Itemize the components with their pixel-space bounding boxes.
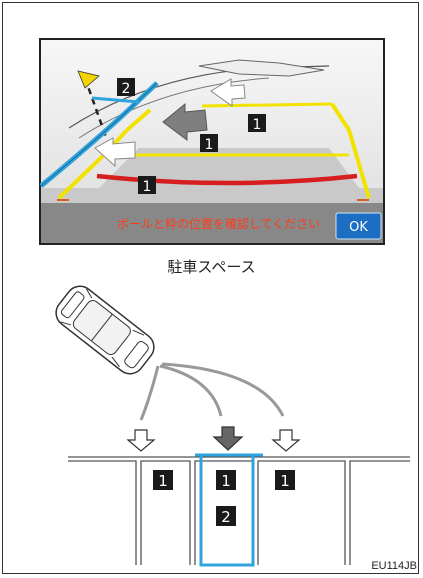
marker-label: 1 (143, 179, 152, 195)
guidance-message: ボールと枠の位置を確認してください (117, 216, 320, 231)
marker-1-top: 1 (248, 114, 266, 133)
ok-button-label: OK (349, 220, 368, 235)
space-label-text: 1 (280, 472, 290, 490)
marker-1-bottom: 1 (138, 176, 156, 195)
arrow-icon-selected (212, 426, 244, 451)
bumper-area (41, 203, 383, 243)
camera-screen: 2 1 1 1 ボールと枠の位置を確認してください OK (39, 38, 385, 245)
blue-guide-branch (91, 96, 140, 104)
marker-label: 1 (253, 117, 262, 133)
yellow-guide-left (57, 108, 152, 200)
blue-guide-line-outline (40, 82, 158, 187)
space-label-text: 1 (221, 472, 231, 490)
space-label: 1 (275, 470, 295, 490)
path-line (161, 362, 285, 417)
space-label: 1 (153, 470, 173, 490)
page-frame (2, 2, 419, 574)
marker-2: 2 (117, 78, 135, 97)
red-guide-line (96, 173, 358, 186)
space-label: 1 (216, 470, 236, 490)
parking-diagram: 1 1 1 2 (55, 285, 410, 567)
car-outline (198, 59, 325, 77)
caption: 駐車スペース (167, 258, 256, 276)
ok-button[interactable]: OK (335, 212, 382, 240)
figure-code: EU114JB (371, 560, 417, 572)
arrow-icon (271, 429, 301, 452)
arrow-icon (94, 137, 136, 168)
flag-icon (77, 70, 100, 89)
path-line (159, 364, 223, 417)
car-icon (55, 285, 155, 375)
yellow-guide-right (330, 102, 371, 199)
parking-lines (68, 456, 410, 565)
arrow-icon (126, 429, 156, 452)
marker-label: 2 (122, 81, 131, 97)
yellow-guide-top (201, 102, 333, 108)
marker-label: 1 (205, 137, 214, 153)
arrow-icon (210, 78, 246, 107)
marker-1-mid: 1 (200, 134, 218, 153)
space-label-text: 2 (221, 508, 231, 526)
arrow-icon-selected (162, 102, 208, 141)
path-line (139, 365, 160, 421)
curb-line (78, 77, 270, 139)
space-label-text: 1 (158, 472, 168, 490)
space-label: 2 (216, 506, 236, 526)
